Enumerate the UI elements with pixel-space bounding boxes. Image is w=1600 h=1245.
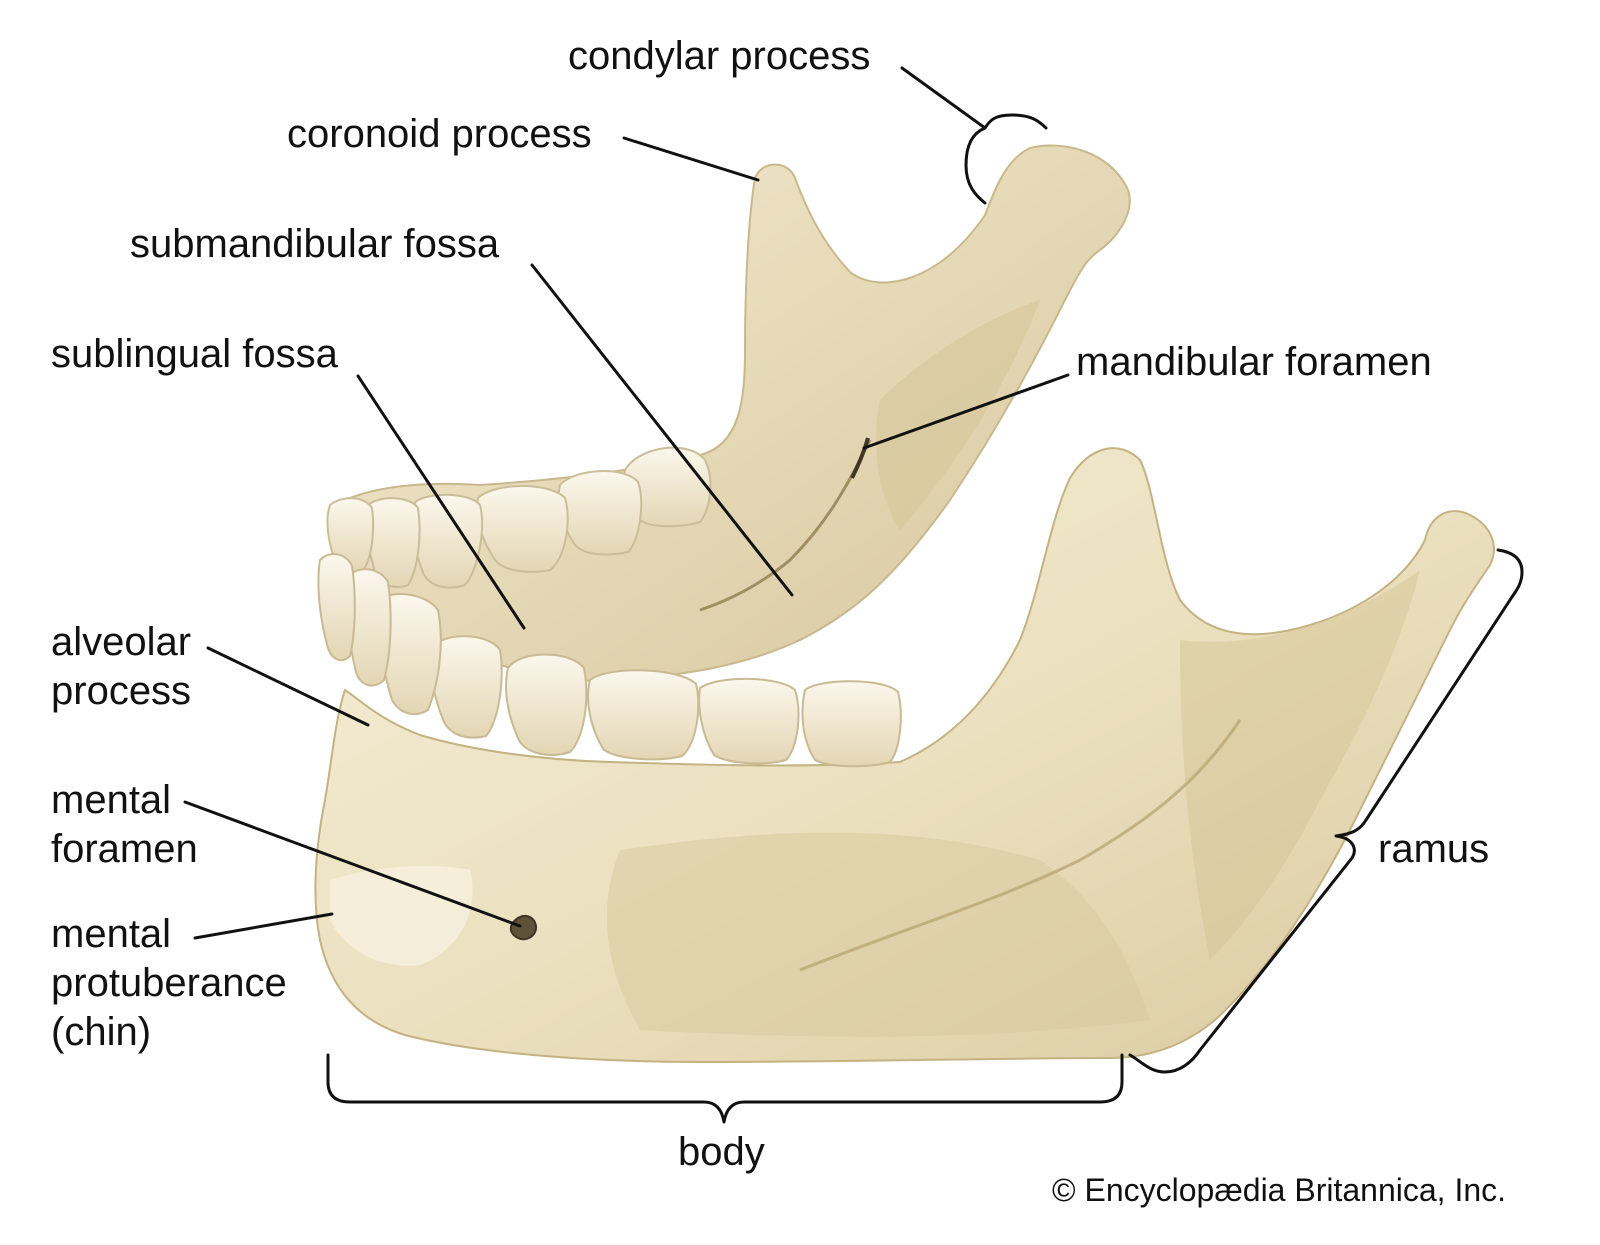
ramus-shade [1180, 570, 1420, 960]
back-teeth-row [326, 446, 712, 589]
bracket-body [326, 1053, 1124, 1124]
oblique-line [799, 719, 1242, 972]
mental-foramen-hole [509, 915, 538, 941]
leader-mental-protuberance [193, 912, 334, 940]
body-shade [606, 832, 1150, 1037]
label-mandibular-foramen: mandibular foramen [1076, 340, 1432, 384]
label-ramus: ramus [1378, 827, 1490, 871]
label-submandibular-fossa: submandibular fossa [130, 222, 500, 266]
label-coronoid-process: coronoid process [287, 112, 592, 156]
bracket-ramus [1128, 548, 1524, 1074]
leader-lines [183, 66, 1524, 1124]
mandibular-foramen-slit [850, 437, 870, 479]
leader-sublingual-fossa [356, 374, 526, 630]
label-alveolar-process-line-2: process [51, 669, 192, 713]
leader-mandibular-foramen [862, 373, 1070, 450]
leader-coronoid-process [622, 136, 760, 182]
label-sublingual-fossa: sublingual fossa [51, 332, 338, 376]
label-mental-foramen: mental foramen [51, 776, 198, 874]
label-mental-protuberance-line-2: protuberance [51, 961, 287, 1005]
label-alveolar-process-line-1: alveolar [51, 620, 192, 664]
label-body: body [678, 1130, 765, 1174]
label-mental-protuberance: mental protuberance (chin) [51, 910, 287, 1057]
label-mental-protuberance-line-3: (chin) [51, 1010, 152, 1054]
label-mental-foramen-line-2: foramen [51, 827, 198, 871]
front-teeth-row [317, 553, 902, 768]
leader-alveolar-process [206, 646, 370, 727]
label-mental-protuberance-line-1: mental [51, 912, 172, 956]
leader-mental-foramen [183, 800, 522, 928]
label-alveolar-process: alveolar process [51, 618, 191, 716]
chin-ridge [330, 865, 473, 966]
label-mental-foramen-line-1: mental [51, 778, 172, 822]
leader-submandibular-fossa [530, 263, 794, 597]
leader-condylar-process [900, 66, 1048, 205]
copyright-credit: © Encyclopædia Britannica, Inc. [1052, 1172, 1507, 1208]
label-condylar-process: condylar process [568, 34, 871, 78]
